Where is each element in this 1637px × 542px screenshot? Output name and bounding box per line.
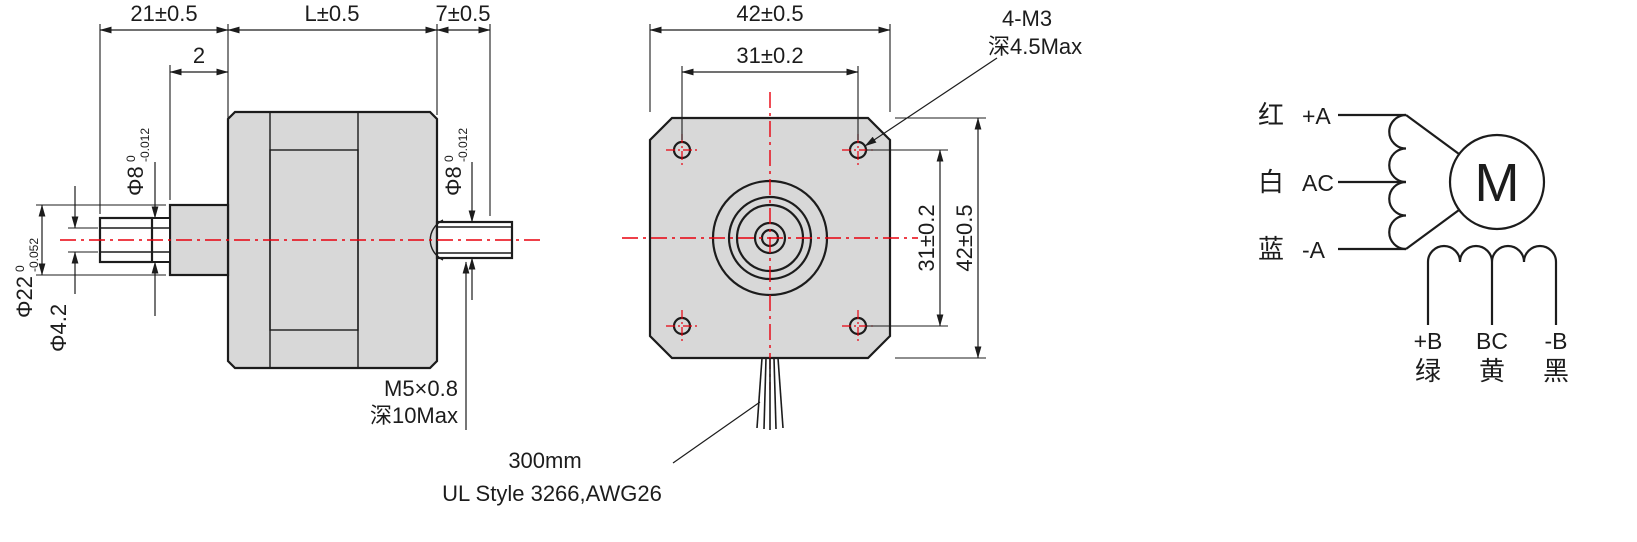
hole-note-line2: 深4.5Max	[988, 34, 1082, 59]
front-view: 42±0.5 31±0.2 31±0.2 42±0.5 4-M3 深4.5Max	[442, 1, 1082, 506]
wire-line	[773, 357, 777, 430]
lead-bc-en: BC	[1476, 328, 1508, 354]
lead-blue-cn: 蓝	[1258, 234, 1284, 264]
lead-yellow-cn: 黄	[1479, 356, 1505, 386]
dia-shaft-front-tol-bot: -0.012	[138, 128, 152, 162]
dia-shaft-front-main: Φ8	[123, 166, 148, 196]
dia-hole-text: Φ4.2	[46, 304, 71, 352]
lead-green-cn: 绿	[1415, 356, 1441, 386]
wire-line	[763, 357, 767, 430]
lead-white-en: AC	[1302, 170, 1334, 196]
wiring-diagram: 红 +A 白 AC 蓝 -A M +B BC -B 绿 黄 黑	[1258, 100, 1569, 386]
lead-red-cn: 红	[1258, 100, 1284, 130]
wire-line	[756, 357, 763, 429]
dia-shaft-rear-label: Φ8 0 -0.012	[441, 128, 470, 196]
dia-shaft-rear-tol-top: 0	[442, 155, 456, 162]
side-view: 21±0.5 L±0.5 7±0.5 2 Φ8 0 -0.012 Φ22 0 -…	[12, 1, 545, 430]
motor-symbol-label: M	[1475, 153, 1520, 213]
dia-boss-label: Φ22 0 -0.052	[12, 238, 41, 318]
wire-note-line1: 300mm	[508, 448, 581, 473]
wire-note: 300mm UL Style 3266,AWG26	[442, 401, 761, 506]
phase-b-coil	[1426, 244, 1558, 263]
thread-note: M5×0.8 深10Max	[370, 261, 470, 430]
hole-note: 4-M3 深4.5Max	[864, 6, 1082, 147]
dim-L-label: L±0.5	[305, 1, 360, 26]
wire-note-leader	[672, 401, 761, 464]
lead-bplus-en: +B	[1414, 328, 1443, 354]
hole-note-leader	[864, 57, 998, 147]
motor-symbol-circle	[1448, 133, 1546, 231]
side-view-dimensions: 21±0.5 L±0.5 7±0.5 2 Φ8 0 -0.012 Φ22 0 -…	[12, 1, 491, 352]
dim-31v-label: 31±0.2	[914, 204, 939, 271]
dim-7-label: 7±0.5	[436, 1, 491, 26]
thread-note-line2: 深10Max	[370, 403, 458, 428]
dia-boss-tol-bot: -0.052	[27, 238, 41, 272]
lead-red-en: +A	[1302, 103, 1331, 129]
dim-31v-label-group: 31±0.2	[914, 204, 939, 271]
dim-42v-label-group: 42±0.5	[952, 204, 977, 271]
wire-note-line2: UL Style 3266,AWG26	[442, 481, 662, 506]
dia-boss-main: Φ22	[12, 276, 37, 318]
dia-shaft-front-label: Φ8 0 -0.012	[123, 128, 152, 196]
phase-a-coil	[1388, 113, 1407, 251]
coil-to-motor-top	[1405, 114, 1460, 155]
dia-shaft-rear-tol-bot: -0.012	[456, 128, 470, 162]
hole-note-line1: 4-M3	[1002, 6, 1052, 31]
lead-bminus-en: -B	[1545, 328, 1568, 354]
wire-line	[777, 357, 784, 429]
lead-white-cn: 白	[1258, 167, 1284, 197]
lead-black-cn: 黑	[1543, 356, 1569, 386]
front-view-dimensions: 42±0.5 31±0.2 31±0.2 42±0.5	[649, 1, 986, 359]
dia-hole-label: Φ4.2	[46, 304, 71, 352]
dia-boss-tol-top: 0	[13, 265, 27, 272]
mounting-hole-bottom-left	[666, 310, 698, 342]
coil-to-motor-bottom	[1405, 209, 1460, 250]
dia-shaft-front-tol-top: 0	[124, 155, 138, 162]
dia-shaft-rear-main: Φ8	[441, 166, 466, 196]
lead-blue-en: -A	[1302, 237, 1326, 263]
dim-31h-label: 31±0.2	[736, 43, 803, 68]
thread-note-line1: M5×0.8	[384, 376, 458, 401]
dim-42v-label: 42±0.5	[952, 204, 977, 271]
lead-wires	[756, 357, 784, 430]
dim-42w-label: 42±0.5	[736, 1, 803, 26]
dim-2-label: 2	[193, 43, 205, 68]
dim-21-label: 21±0.5	[130, 1, 197, 26]
